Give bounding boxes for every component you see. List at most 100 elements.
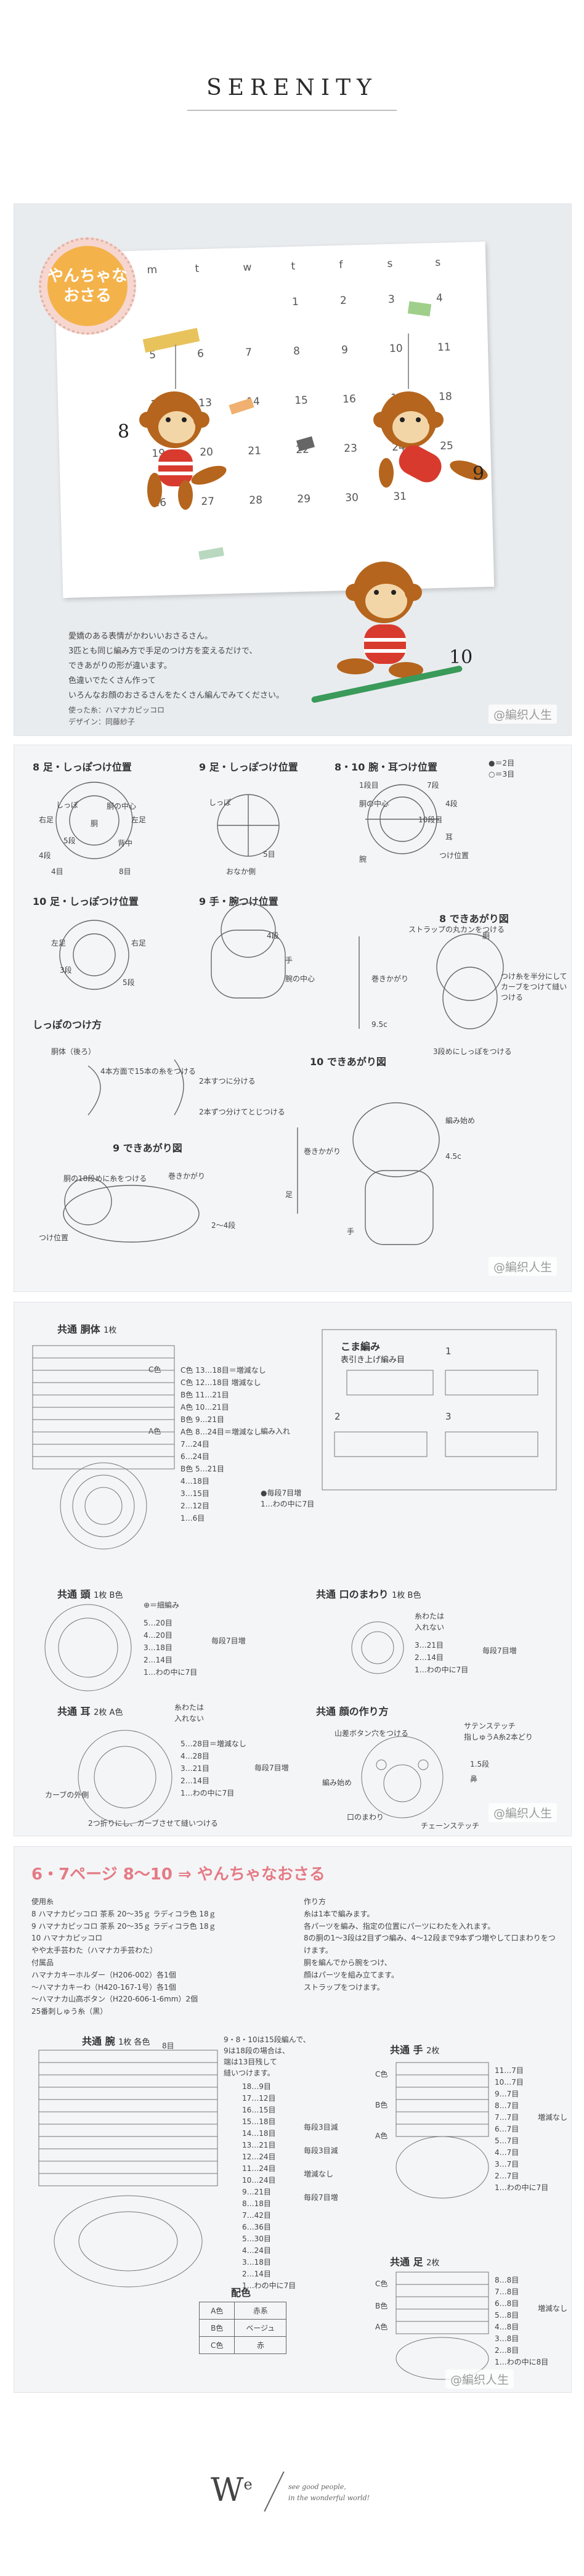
- diagram-label: 4段: [267, 931, 279, 940]
- diagram-label: 左足: [131, 816, 147, 824]
- diagram-label: つけ位置: [439, 851, 469, 860]
- diagram-label: つけ位置: [39, 1233, 69, 1242]
- face-label: チェーンステッチ: [421, 1822, 480, 1830]
- table-row: C色赤: [198, 2336, 287, 2354]
- ear-title: 共通 耳 2枚 A色: [57, 1706, 123, 1717]
- hand-color: B色: [375, 2101, 388, 2109]
- intro-text: 愛嬌のある表情がかわいいおさるさん。 3匹とも同じ編み方で手足のつけ方を変えるだ…: [68, 632, 284, 701]
- face-label: 山差ボタン穴をつける: [335, 1729, 409, 1738]
- footer-tagline: see good people,in the wonderful world!: [288, 2483, 370, 2502]
- title-9-hand: 9 手・腕つけ位置: [199, 896, 278, 907]
- tech-step-1: 1: [445, 1346, 452, 1357]
- diagram-label: しっぽ: [209, 798, 232, 807]
- foot-color: C色: [375, 2280, 388, 2288]
- diagram-label: 巻きかがり: [371, 975, 409, 983]
- ear-note: 糸わたは入れない: [174, 1703, 205, 1723]
- colors-title: 配色: [231, 2287, 251, 2299]
- mouth-title: 共通 口のまわり 1枚 B色: [316, 1589, 421, 1600]
- diagram-label: 腕の中心: [285, 975, 315, 983]
- diagram-label: 手: [347, 1227, 355, 1236]
- footer: We see good people,in the wonderful worl…: [0, 2463, 584, 2537]
- title-badge: やんちゃなおさる: [39, 237, 136, 335]
- head-legend-b: 毎段7目増: [211, 1637, 246, 1645]
- diagram-label: 腕: [359, 855, 367, 864]
- brand-title: SERENITY: [206, 75, 378, 100]
- title-10-foot: 10 足・しっぽつけ位置: [33, 896, 139, 907]
- label-10: 10: [449, 647, 473, 668]
- diagram-label: 10段目: [418, 816, 443, 824]
- label-8: 8: [118, 421, 130, 443]
- diagram-label: 5目: [263, 850, 275, 859]
- mouth-legend: 糸わたは入れない: [415, 1612, 445, 1632]
- body-side-label: C色: [148, 1365, 161, 1374]
- diagram-label: 背中: [118, 839, 133, 848]
- face-label: サテンステッチ: [464, 1722, 516, 1730]
- ear-label: カーブの外側: [45, 1791, 89, 1799]
- ear-label: 2つ折りにし、カーブさせて縫いつける: [88, 1819, 218, 1828]
- tech-step-3: 3: [445, 1411, 452, 1422]
- body-side-label: 編み入れ: [261, 1427, 291, 1436]
- title-8-foot: 8 足・しっぽつけ位置: [33, 761, 132, 773]
- diagram-label: 左足: [51, 939, 67, 947]
- diagram-label: 4段: [39, 851, 51, 860]
- title-10-finish: 10 できあがり図: [310, 1056, 386, 1068]
- diagram-label: 4目: [51, 867, 63, 876]
- foot-color: A色: [375, 2323, 388, 2331]
- diagram-label: 編み始め: [445, 1116, 476, 1125]
- diagram-label: 手: [285, 956, 293, 965]
- diagram-label: 1段目: [359, 781, 379, 790]
- face-label: 鼻: [470, 1775, 478, 1783]
- diagram-label: 胴: [482, 931, 490, 940]
- ear-legend: 毎段7目増: [254, 1764, 289, 1772]
- diagram-label: 8目: [119, 867, 131, 876]
- table-row: A色赤系: [198, 2302, 287, 2320]
- brand-underline: [187, 110, 397, 111]
- head-legend: ⊕＝細編み: [144, 1601, 180, 1609]
- hand-legend: 増減なし: [538, 2113, 568, 2122]
- face-label: 口のまわり: [347, 1813, 384, 1822]
- face-label: 指しゅうA糸2本どり: [464, 1733, 533, 1741]
- tech-title: こま編み表引き上げ編み目: [341, 1341, 405, 1365]
- diagram-label: 4.5c: [445, 1152, 461, 1161]
- diagram-label: 耳: [445, 833, 453, 841]
- table-row: B色ベージュ: [198, 2319, 287, 2337]
- arm-hand-foot-charts: [38, 2050, 489, 2380]
- tail-step: 胴体（後ろ）: [51, 1047, 96, 1056]
- diagram-label: 胴の中心: [359, 799, 389, 808]
- diagram-label: 5段: [63, 836, 76, 845]
- title-badge-text: やんちゃなおさる: [47, 246, 128, 326]
- title-tail: しっぽのつけ方: [33, 1019, 102, 1031]
- hand-color: A色: [375, 2132, 388, 2140]
- monkey-8: [139, 391, 227, 510]
- diagram-label: つけ糸を半分にしてカーブをつけて縫いつける: [501, 972, 567, 1002]
- body-side-label: A色: [148, 1427, 161, 1436]
- body-title: 共通 胴体 1枚: [57, 1323, 117, 1335]
- hand-title: 共通 手 2枚: [390, 2044, 440, 2056]
- head-title: 共通 頭 1枚 B色: [57, 1589, 123, 1600]
- face-title: 共通 顔の作り方: [316, 1706, 389, 1717]
- title-8-finish: 8 できあがり図: [439, 913, 509, 925]
- mouth-legend-b: 毎段7目増: [482, 1646, 517, 1655]
- credit-text: 使った糸：ハマナカピッコロ デザイン：同藤紗子: [68, 706, 165, 727]
- tail-step: 4本方面で15本の糸をつける: [100, 1067, 196, 1076]
- diagram-label: 右足: [39, 816, 54, 824]
- color-table: A色赤系 B色ベージュ C色赤: [198, 2302, 287, 2354]
- assembly-sketches: [55, 782, 504, 1245]
- diagram-label: 胴の中心: [107, 802, 137, 811]
- monkey-9: [373, 391, 488, 488]
- diagram-label: 巻きかがり: [304, 1147, 341, 1156]
- diagram-label: ストラップの丸カンをつける: [408, 925, 505, 934]
- title-9-finish: 9 できあがり図: [113, 1142, 182, 1154]
- title-810-arm: 8・10 腕・耳つけ位置: [335, 761, 437, 773]
- face-label: 1.5段: [470, 1760, 490, 1768]
- arm-title: 共通 腕 1枚 各色: [82, 2035, 150, 2047]
- face-label: 編み始め: [322, 1778, 352, 1787]
- arm-legend: 毎段3目減毎段3目減 増減なし毎段7目増: [304, 2123, 338, 2202]
- diagram-label: 右足: [131, 939, 147, 947]
